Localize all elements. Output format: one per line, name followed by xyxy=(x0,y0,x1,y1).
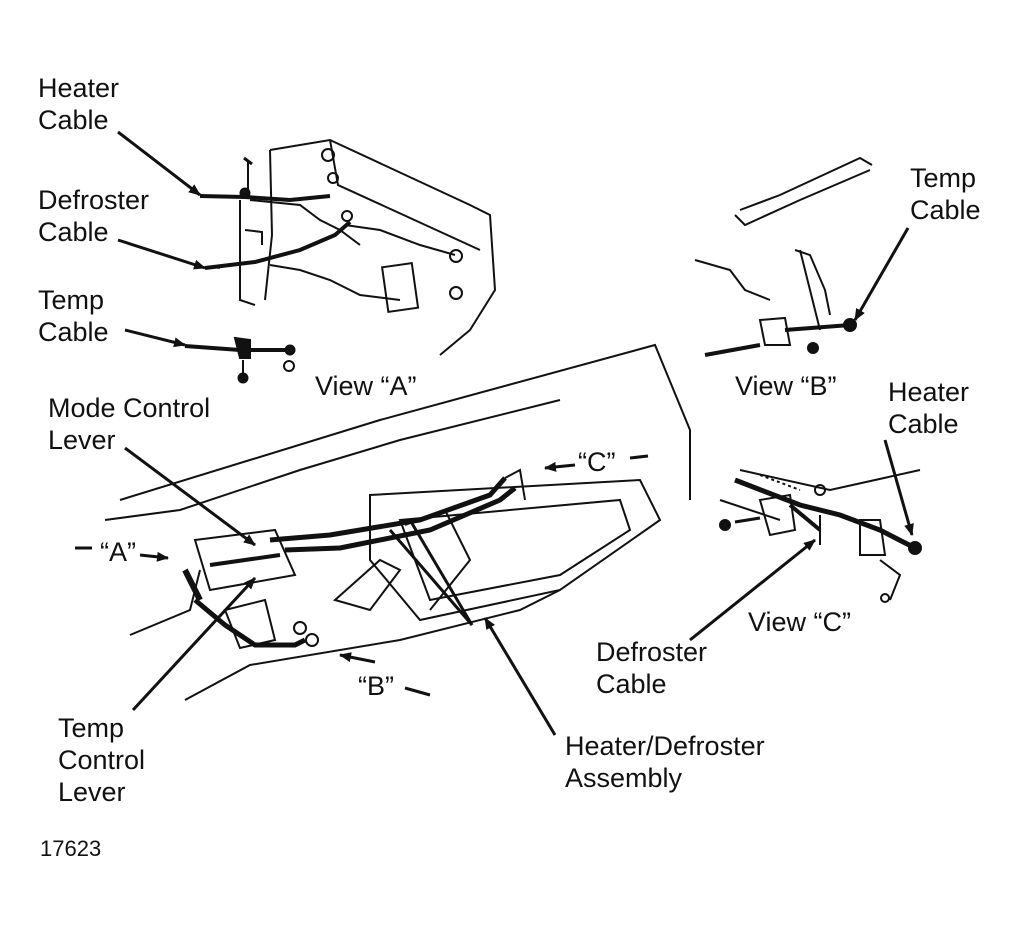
label-line: Cable xyxy=(596,669,667,699)
label-line: Mode Control xyxy=(48,393,211,423)
view-a-label: View “A” xyxy=(315,370,417,402)
label-line: View “C” xyxy=(748,607,852,637)
defroster-cable-a-label: Defroster Cable xyxy=(38,184,149,248)
label-line: Temp xyxy=(38,285,105,315)
label-line: Heater xyxy=(38,73,120,103)
label-line: Control xyxy=(58,745,146,775)
label-line: Cable xyxy=(38,105,109,135)
label-line: View “B” xyxy=(735,371,837,401)
label-line: “A” xyxy=(100,537,136,567)
label-line: Assembly xyxy=(565,763,683,793)
label-line: “C” xyxy=(578,447,616,477)
label-line: View “A” xyxy=(315,371,417,401)
label-line: Cable xyxy=(888,409,959,439)
view-a-housing xyxy=(239,138,497,356)
view-c-cables xyxy=(734,474,917,551)
figure-number: 17623 xyxy=(40,836,102,861)
callout-c-label: “C” xyxy=(578,446,615,478)
view-b-detail xyxy=(694,156,873,357)
label-line: Heater xyxy=(888,377,970,407)
heater-cable-a-label: Heater Cable xyxy=(38,72,119,136)
temp-control-lever-label: Temp Control Lever xyxy=(58,712,145,808)
label-line: Lever xyxy=(58,777,126,807)
temp-cable-b-label: Temp Cable xyxy=(910,162,981,226)
label-line: Heater/Defroster xyxy=(565,731,765,761)
callout-b-label: “B” xyxy=(358,670,394,702)
view-b-label: View “B” xyxy=(735,370,837,402)
heater-defroster-assembly-label: Heater/Defroster Assembly xyxy=(565,730,765,794)
label-line: “B” xyxy=(358,671,394,701)
mode-control-lever-label: Mode Control Lever xyxy=(48,392,210,456)
view-c-detail xyxy=(719,469,922,603)
callout-a-label: “A” xyxy=(100,536,136,568)
label-line: Lever xyxy=(48,425,116,455)
view-a-cables xyxy=(184,156,352,384)
label-line: Temp xyxy=(58,713,125,743)
label-line: Cable xyxy=(910,195,981,225)
leader-arrows xyxy=(75,130,914,736)
label-line: Temp xyxy=(910,163,977,193)
label-line: Cable xyxy=(38,217,109,247)
temp-cable-a-label: Temp Cable xyxy=(38,284,109,348)
dash-cables xyxy=(182,468,526,648)
label-line: Defroster xyxy=(38,185,150,215)
defroster-cable-c-label: Defroster Cable xyxy=(596,636,707,700)
label-line: Cable xyxy=(38,317,109,347)
view-c-label: View “C” xyxy=(748,606,851,638)
heater-cable-c-label: Heater Cable xyxy=(888,376,969,440)
label-line: Defroster xyxy=(596,637,708,667)
